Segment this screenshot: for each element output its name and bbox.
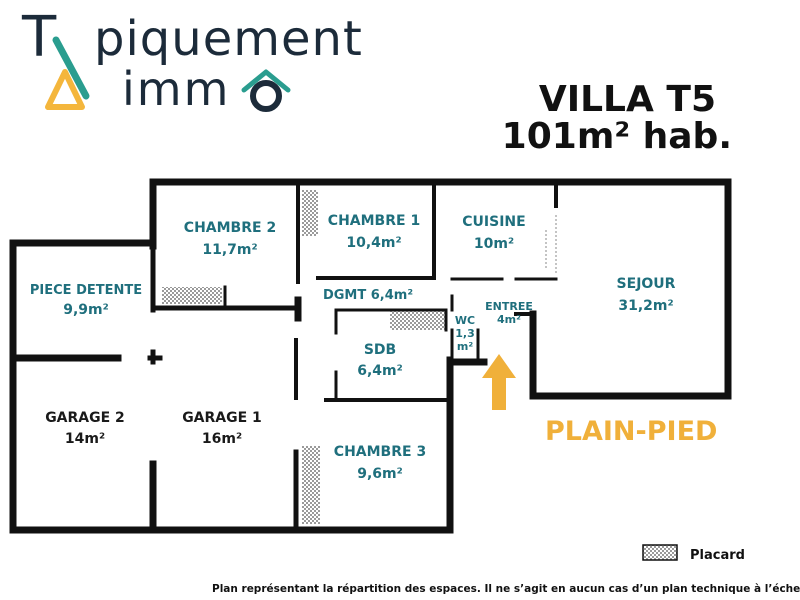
room-cuisine: CUISINE 10m² [444,214,544,253]
room-area: 9,9m² [63,302,109,318]
villa-surface: 101m² hab. [501,116,732,157]
room-name: CHAMBRE 3 [333,444,427,460]
room-area-unit: m² [456,340,474,353]
footnote: Plan représentant la répartition des esp… [212,583,800,595]
room-garage1: GARAGE 1 16m² [160,410,284,448]
placard-chambre2 [162,287,222,304]
room-area: 31,2m² [618,298,674,314]
room-name: PIECE DETENTE [29,283,143,298]
room-dgmt: DGMT 6,4m² [310,287,426,304]
room-chambre3: CHAMBRE 3 9,6m² [316,444,444,483]
room-area: 9,6m² [357,466,403,482]
room-area: 10,4m² [346,235,402,251]
room-name: WC [454,314,476,327]
room-area: 10m² [473,236,515,252]
plain-pied-label: PLAIN-PIED [545,416,718,447]
placard-dgmt [390,310,446,330]
room-entree: ENTREE 4m² [480,300,538,326]
room-name: CHAMBRE 1 [327,213,421,229]
room-area: 6,4m² [357,363,403,379]
room-sejour: SEJOUR 31,2m² [578,276,714,315]
room-area: 11,7m² [202,242,258,258]
room-garage2: GARAGE 2 14m² [20,410,150,448]
logo-line1: piquement [94,11,363,67]
room-chambre2: CHAMBRE 2 11,7m² [168,220,292,259]
legend-label: Placard [690,548,745,563]
room-area: 16m² [201,431,243,447]
room-name: ENTREE [485,300,533,313]
placard-chambre3 [302,446,320,524]
room-name: GARAGE 2 [45,410,125,426]
logo-line2: imm [122,62,231,116]
logo-initial: T [22,5,57,70]
room-name: GARAGE 1 [182,410,262,426]
room-name: DGMT 6,4m² [322,288,414,303]
room-area: 4m² [497,313,521,326]
entrance-arrow-icon [482,354,516,410]
room-chambre1: CHAMBRE 1 10,4m² [312,213,436,252]
room-area-value: 1,3 [455,327,475,340]
room-name: CHAMBRE 2 [183,220,277,236]
room-wc: WC 1,3 m² [452,314,478,353]
placard-chambre1 [302,190,318,236]
hatched-square-icon [642,544,678,561]
room-area: 14m² [64,431,106,447]
villa-title: VILLA T5 [538,79,716,120]
room-name: CUISINE [462,214,526,230]
room-piece-detente: PIECE DETENTE 9,9m² [20,282,152,319]
room-sdb: SDB 6,4m² [338,342,422,380]
room-name: SDB [363,342,397,358]
room-name: SEJOUR [616,276,676,292]
